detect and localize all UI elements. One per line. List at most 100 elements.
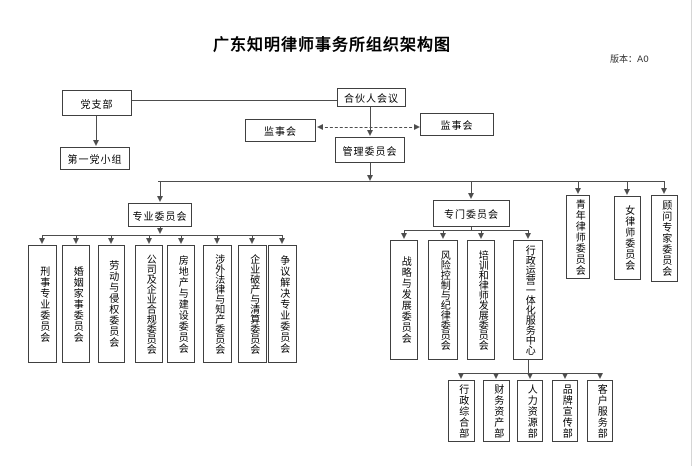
arrowhead-icon <box>561 373 568 379</box>
node-dispute-resolution-committee: 争议解决专业委员会 <box>268 245 297 363</box>
connector-line <box>42 235 283 236</box>
node-label: 争议解决专业委员会 <box>277 254 289 354</box>
version-label: 版本：A0 <box>610 55 649 65</box>
node-label: 客户服务部 <box>595 383 607 439</box>
connector-line <box>404 230 528 231</box>
node-corporate-compliance-committee: 公司及企业合规委员会 <box>135 245 163 363</box>
connector-line <box>42 235 43 239</box>
arrowhead-icon <box>526 373 533 379</box>
arrowhead-icon <box>366 130 373 136</box>
connector-line <box>111 235 112 239</box>
connector-dashed-line <box>320 127 417 128</box>
arrowhead-icon <box>72 238 79 244</box>
arrowhead-icon <box>107 238 114 244</box>
connector-line <box>404 230 405 234</box>
node-label: 品牌宣传部 <box>560 383 572 439</box>
node-admin-general-dept: 行政综合部 <box>448 380 475 442</box>
node-brand-publicity-dept: 品牌宣传部 <box>552 380 578 442</box>
node-label: 顾问专家委员会 <box>659 200 671 277</box>
connector-line <box>282 235 283 239</box>
arrowhead-icon <box>623 189 630 195</box>
arrowhead-icon <box>524 233 531 239</box>
node-label: 公司及企业合规委员会 <box>144 254 156 354</box>
connector-line <box>481 230 482 234</box>
node-advisory-experts-committee: 顾问专家委员会 <box>651 195 678 282</box>
connector-line <box>370 107 371 131</box>
connector-line <box>471 181 472 194</box>
node-label: 行政综合部 <box>456 383 468 439</box>
node-risk-discipline-committee: 风险控制与纪律委员会 <box>428 240 458 360</box>
node-label: 青年律师委员会 <box>573 198 585 276</box>
node-admin-service-center: 行政运营一体化服务中心 <box>513 240 543 360</box>
arrowhead-icon <box>156 196 163 202</box>
connector-line <box>528 360 529 373</box>
arrowhead-icon <box>457 373 464 379</box>
node-special-committee: 专门委员会 <box>433 200 510 227</box>
arrowhead-icon <box>477 233 484 239</box>
node-hr-dept: 人力资源部 <box>517 380 543 442</box>
node-label: 房地产与建设委员会 <box>176 254 188 354</box>
node-first-party-group: 第一党小组 <box>60 147 130 170</box>
node-label: 刑事专业委员会 <box>37 265 49 343</box>
arrowhead-icon <box>177 238 184 244</box>
node-customer-service-dept: 客户服务部 <box>587 380 613 442</box>
node-management-committee: 管理委员会 <box>335 137 405 163</box>
arrowhead-icon <box>213 238 220 244</box>
node-label: 婚姻家事委员会 <box>71 265 83 343</box>
arrowhead-icon <box>248 238 255 244</box>
arrowhead-icon <box>400 233 407 239</box>
connector-line <box>528 230 529 234</box>
node-finance-assets-dept: 财务资产部 <box>483 380 510 442</box>
node-labor-tort-committee: 劳动与侵权委员会 <box>98 245 125 363</box>
connector-line <box>370 163 371 175</box>
node-supervisory-board-right: 监事会 <box>420 113 494 136</box>
node-party-branch: 党支部 <box>62 90 132 116</box>
chart-title: 广东知明律师事务所组织架构图 <box>212 35 451 54</box>
arrowhead-icon <box>92 140 99 146</box>
node-label: 行政运营一体化服务中心 <box>523 245 535 355</box>
node-label: 财务资产部 <box>491 383 503 439</box>
arrowhead-icon <box>366 175 373 181</box>
arrowhead-icon <box>467 193 474 199</box>
connector-line <box>96 116 97 141</box>
connector-line <box>471 227 472 230</box>
node-foreign-law-ip-committee: 涉外法律与知产委员会 <box>203 245 232 363</box>
node-partners-meeting: 合伙人会议 <box>337 88 406 107</box>
node-criminal-law-committee: 刑事专业委员会 <box>28 245 57 363</box>
arrowhead-icon <box>156 228 163 234</box>
node-label: 战略与发展委员会 <box>399 256 411 344</box>
node-strategy-development-committee: 战略与发展委员会 <box>390 240 418 360</box>
arrowhead-icon <box>660 188 667 194</box>
connector-line <box>443 230 444 234</box>
node-label: 培训和律师发展委员会 <box>476 250 488 350</box>
connector-line <box>252 235 253 239</box>
node-label: 企业破产与清算委员会 <box>247 254 259 354</box>
arrowhead-icon <box>38 238 45 244</box>
node-youth-lawyers-committee: 青年律师委员会 <box>566 195 590 279</box>
arrowhead-icon <box>574 188 581 194</box>
node-realestate-construction-committee: 房地产与建设委员会 <box>167 245 195 363</box>
node-label: 风险控制与纪律委员会 <box>438 250 450 350</box>
node-women-lawyers-committee: 女律师委员会 <box>614 196 641 280</box>
node-label: 女律师委员会 <box>622 205 634 271</box>
node-label: 人力资源部 <box>525 383 537 439</box>
connector-line <box>627 181 628 190</box>
node-marriage-family-committee: 婚姻家事委员会 <box>62 245 90 363</box>
connector-line <box>160 181 161 197</box>
node-training-development-committee: 培训和律师发展委员会 <box>467 240 495 360</box>
arrowhead-icon <box>596 373 603 379</box>
arrowhead-icon <box>492 373 499 379</box>
connector-line <box>664 181 665 189</box>
connector-line <box>76 235 77 239</box>
connector-line <box>578 181 579 189</box>
arrowhead-icon <box>439 233 446 239</box>
connector-line <box>149 235 150 239</box>
node-bankruptcy-liquidation-committee: 企业破产与清算委员会 <box>238 245 267 363</box>
connector-line <box>217 235 218 239</box>
node-professional-committee: 专业委员会 <box>128 203 192 227</box>
page-edge-line <box>691 0 692 466</box>
node-label: 涉外法律与知产委员会 <box>212 254 224 354</box>
connector-line <box>158 181 665 182</box>
arrowhead-icon <box>414 123 420 130</box>
